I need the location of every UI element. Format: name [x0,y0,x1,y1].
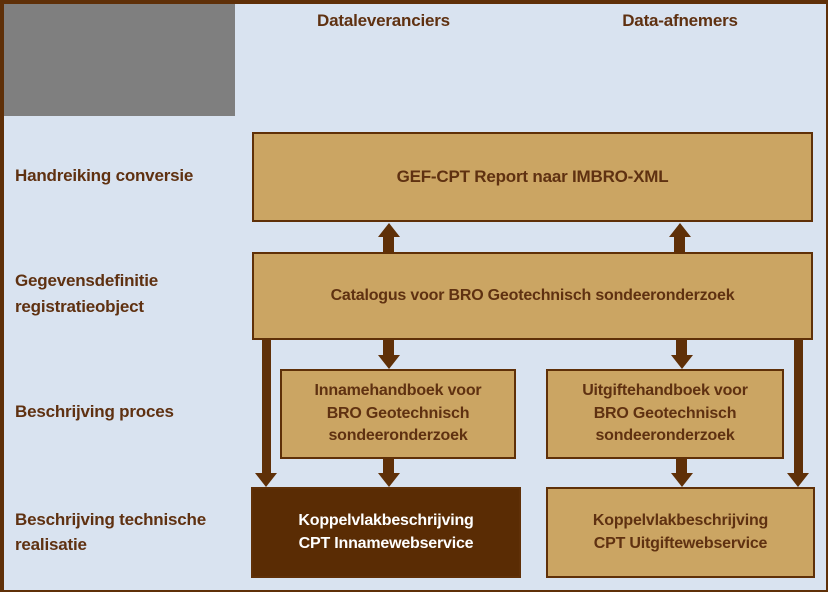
box-koppelvlakbeschrijving-cpt-uitgiftewebservice: Koppelvlakbeschrijving CPT Uitgiftewebse… [546,487,815,578]
box-catalogus-bro-geotechnisch-sondeeronderzoek: Catalogus voor BRO Geotechnisch sondeero… [252,252,813,340]
row-label-beschrijving-technische-realisatie: Beschrijving technische realisatie [15,509,206,555]
arrow-down-catalogus-to-uitgiftehandboek-icon [671,355,693,369]
arrow-down-catalogus-to-innamehandboek-shaft [383,340,394,356]
corner-cell [2,2,235,116]
column-header-dataleveranciers: Dataleveranciers [317,11,450,30]
column-header-data-afnemers: Data-afnemers [622,11,738,30]
box-innamehandboek: Innamehandboek voor BRO Geotechnisch son… [280,369,516,459]
arrow-down-catalogus-to-innamehandboek-icon [378,355,400,369]
arrow-up-catalogus-to-gef-right-icon [669,223,691,237]
row-label-gegevensdefinitie-registratieobject: Gegevensdefinitie registratieobject [15,271,159,316]
arrow-down-catalogus-to-koppelvlak-uitgifte-shaft [794,340,803,474]
box-gef-cpt-report-naar-imbro-xml: GEF-CPT Report naar IMBRO-XML [252,132,813,222]
arrow-up-catalogus-to-gef-left-shaft [383,237,394,253]
arrow-up-catalogus-to-gef-right-shaft [674,237,685,253]
arrow-down-catalogus-to-uitgiftehandboek-shaft [676,340,687,356]
arrow-down-uitgiftehandboek-to-koppelvlak-icon [671,473,693,487]
arrow-up-catalogus-to-gef-left-icon [378,223,400,237]
arrow-down-catalogus-to-koppelvlak-uitgifte-icon [787,473,809,487]
arrow-down-catalogus-to-koppelvlak-inname-shaft [262,340,271,474]
row-label-handreiking-conversie: Handreiking conversie [15,165,194,185]
arrow-down-innamehandboek-to-koppelvlak-shaft [383,458,394,474]
arrow-down-innamehandboek-to-koppelvlak-icon [378,473,400,487]
arrow-down-uitgiftehandboek-to-koppelvlak-shaft [676,458,687,474]
box-uitgiftehandboek: Uitgiftehandboek voor BRO Geotechnisch s… [546,369,784,459]
grid-line-horizontal [2,2,826,4]
row-label-beschrijving-proces: Beschrijving proces [15,402,174,422]
grid-line-vertical [2,2,4,590]
box-koppelvlakbeschrijving-cpt-innamewebservice: Koppelvlakbeschrijving CPT Innamewebserv… [251,487,521,578]
arrow-down-catalogus-to-koppelvlak-inname-icon [255,473,277,487]
